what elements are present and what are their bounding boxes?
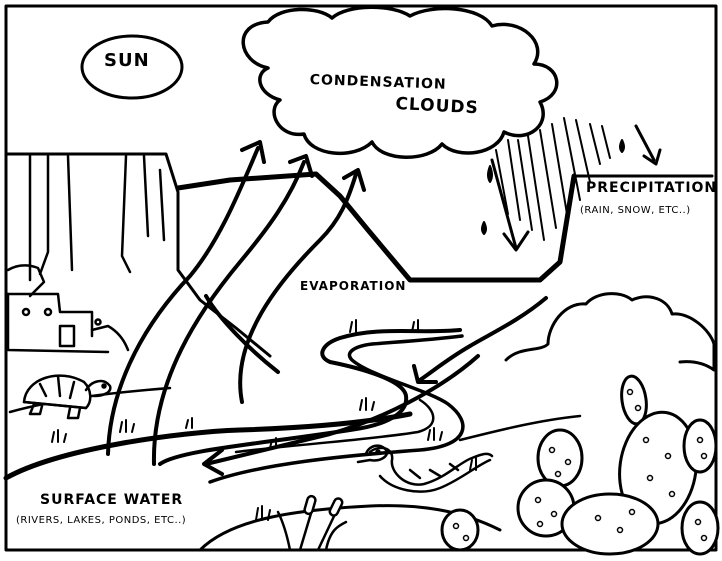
- clouds-label: CLOUDS: [394, 94, 480, 119]
- mountain-ridge: [175, 171, 577, 283]
- raindrops: [481, 139, 625, 235]
- river-bank-right: [208, 334, 465, 484]
- distant-bushes: [504, 292, 716, 372]
- runoff-arrows: [202, 296, 548, 476]
- grass-tufts: [51, 319, 477, 521]
- surface-water-examples: (RIVERS, LAKES, PONDS, ETC..): [16, 515, 187, 526]
- mesa-cracks: [28, 154, 166, 282]
- prickly-pear-cactus: [440, 374, 720, 556]
- surface-water-label: SURFACE WATER: [40, 492, 184, 508]
- sun-label: SUN: [104, 50, 150, 71]
- precipitation-label: PRECIPITATION: [586, 180, 718, 196]
- precipitation-examples: (RAIN, SNOW, ETC..): [580, 205, 691, 216]
- cattails: [276, 494, 348, 552]
- adobe-house: [6, 264, 130, 354]
- mesa-cliff: [4, 152, 272, 358]
- ground-line-left: [3, 411, 413, 481]
- precipitation-arrows: [490, 124, 662, 252]
- snake: [356, 444, 494, 493]
- tortoise: [22, 374, 112, 420]
- evaporation-label: EVAPORATION: [300, 279, 407, 293]
- cactus-spines: [452, 388, 708, 542]
- rain-streaks: [495, 117, 611, 241]
- evaporation-arrows: [106, 140, 366, 466]
- condensation-cloud: [241, 5, 559, 159]
- sun-shape: [80, 34, 184, 100]
- ground-line-right: [458, 414, 582, 442]
